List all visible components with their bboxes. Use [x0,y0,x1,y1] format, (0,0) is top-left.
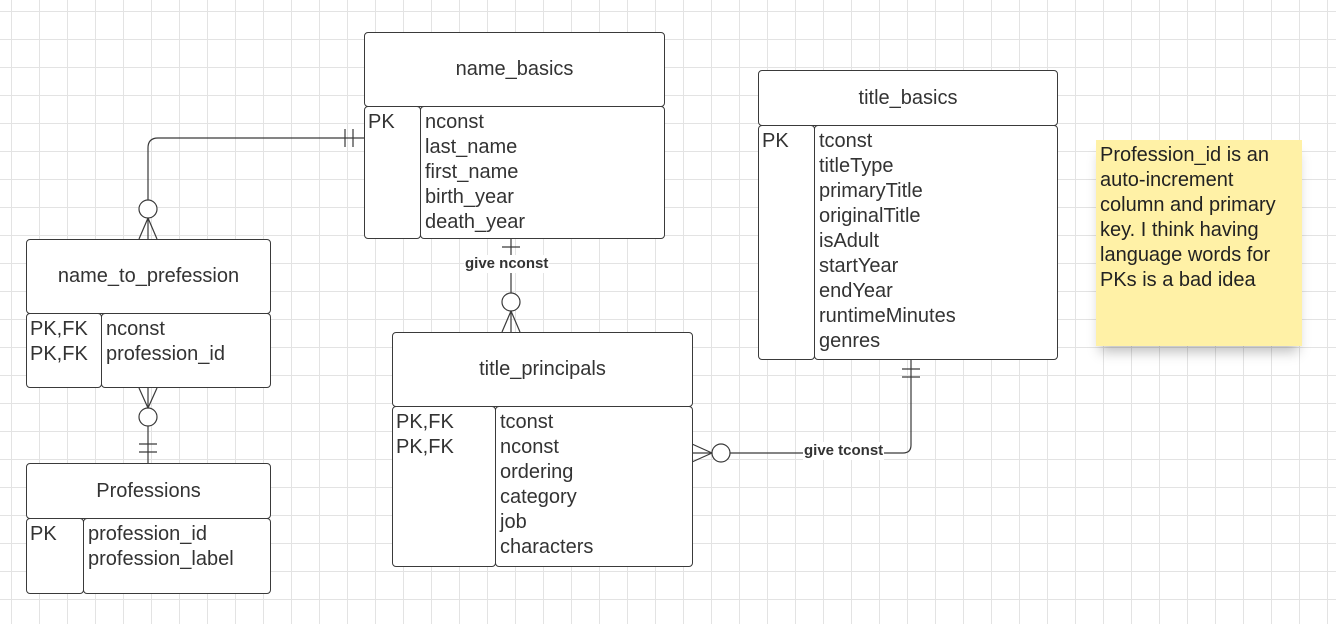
attribute: birth_year [425,186,514,208]
key-label: PK,FK [30,318,88,340]
attribute: category [500,486,577,508]
connector-title-basics-to-title-principals [691,360,920,463]
key-label: PK [762,130,789,152]
attribute: startYear [819,255,899,277]
attribute: death_year [425,211,526,233]
entity-name-basics[interactable]: name_basics PK nconst last_name first_na… [364,32,665,239]
attribute: primaryTitle [819,180,923,202]
attribute-column: tconst titleType primaryTitle originalTi… [814,125,1058,360]
entity-name-to-prefession[interactable]: name_to_prefession PK,FK PK,FK nconst pr… [26,239,271,388]
entity-title-principals[interactable]: title_principals PK,FK PK,FK tconst ncon… [392,332,693,567]
attribute: first_name [425,161,519,183]
relationship-label-give-nconst: give nconst [464,255,550,273]
entity-professions[interactable]: Professions PK profession_id profession_… [26,463,271,594]
key-label: PK [368,111,395,133]
entity-header: name_basics [364,32,665,107]
entity-title-basics[interactable]: title_basics PK tconst titleType primary… [758,70,1058,360]
attribute: endYear [819,280,893,302]
attribute: last_name [425,136,518,158]
attribute: nconst [500,436,559,458]
key-column: PK [26,518,84,594]
attribute: profession_id [106,343,225,365]
attribute: tconst [500,411,554,433]
key-label: PK [30,523,57,545]
attribute: profession_label [88,548,234,570]
key-column: PK,FK PK,FK [392,406,496,567]
attribute: nconst [106,318,165,340]
key-column: PK [758,125,815,360]
entity-header: title_principals [392,332,693,407]
attribute-column: profession_id profession_label [83,518,271,594]
attribute: runtimeMinutes [819,305,956,327]
attribute: originalTitle [819,205,921,227]
attribute: ordering [500,461,574,483]
key-column: PK [364,106,421,239]
attribute: isAdult [819,230,880,252]
attribute: nconst [425,111,484,133]
key-label: PK,FK [396,436,454,458]
attribute-column: nconst last_name first_name birth_year d… [420,106,665,239]
connector-name-to-prefession-to-professions [138,387,158,463]
relationship-label-give-tconst: give tconst [803,442,885,460]
key-label: PK,FK [396,411,454,433]
sticky-note[interactable]: Profession_id is an auto-increment colum… [1096,140,1302,346]
attribute-column: tconst nconst ordering category job char… [495,406,693,567]
connector-name-basics-to-title-principals [501,238,521,333]
entity-header: Professions [26,463,271,519]
attribute: job [500,511,527,533]
attribute: tconst [819,130,873,152]
attribute: characters [500,536,594,558]
attribute: genres [819,330,881,352]
attribute-column: nconst profession_id [101,313,271,388]
entity-header: name_to_prefession [26,239,271,314]
key-label: PK,FK [30,343,88,365]
attribute: profession_id [88,523,207,545]
connector-name-basics-to-name-to-prefession [138,129,364,240]
key-column: PK,FK PK,FK [26,313,102,388]
attribute: titleType [819,155,894,177]
entity-header: title_basics [758,70,1058,126]
